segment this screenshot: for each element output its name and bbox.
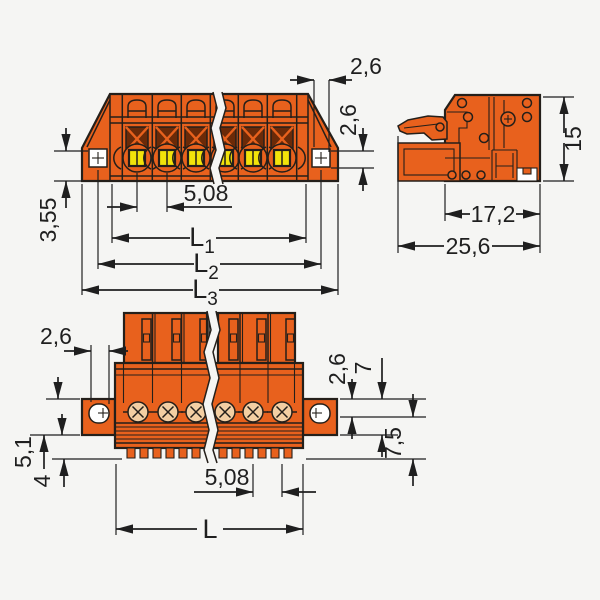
side-view [397, 93, 542, 183]
dim-l3-label: L3 [192, 274, 218, 310]
mounting-flange-right [311, 148, 331, 168]
front-view-dimensions: 2,6 2,6 3,55 5,08 L1 L2 L3 [35, 53, 382, 310]
side-screw-points [435, 97, 533, 180]
dim-right-lower-depth-label: 7,5 [380, 427, 406, 459]
solder-pins [126, 447, 293, 459]
dim-flange-hole-offset-label: 2,6 [40, 323, 72, 349]
dim-flange-offset-label: 3,55 [35, 198, 61, 243]
bottom-view-dimensions: 2,6 5,1 4 2,6 7 7,5 5,08 [10, 323, 426, 544]
mounting-flange-left [88, 148, 108, 168]
dim-pitch-label-front: 5,08 [184, 180, 229, 206]
dim-pin-length-label: 4 [29, 474, 55, 487]
dim-l2-label: L2 [193, 248, 219, 284]
bottom-flange-right [301, 397, 339, 437]
break-line [202, 310, 221, 464]
dim-flange-height-label: 5,1 [10, 436, 36, 468]
latch-lever [397, 115, 448, 141]
dim-top-offset-label: 2,6 [350, 53, 382, 79]
break-line [209, 91, 227, 185]
dim-right-top-offset-label: 2,6 [324, 353, 350, 385]
side-view-dimensions: 15 17,2 25,6 [397, 96, 586, 259]
dim-l1-label: L1 [189, 222, 215, 258]
dim-right-upper-depth-label: 7 [350, 362, 376, 375]
dim-pitch-label-bottom: 5,08 [205, 464, 250, 490]
bottom-view [80, 310, 339, 464]
bottom-flange-left [80, 397, 117, 437]
dim-height-label: 15 [560, 126, 586, 152]
dim-total-depth-label: 25,6 [446, 233, 491, 259]
front-view [80, 91, 340, 185]
rail-notch [516, 167, 538, 182]
dim-length-label: L [202, 514, 217, 544]
dim-side-offset-label: 2,6 [335, 104, 361, 136]
dim-depth-label: 17,2 [471, 201, 516, 227]
